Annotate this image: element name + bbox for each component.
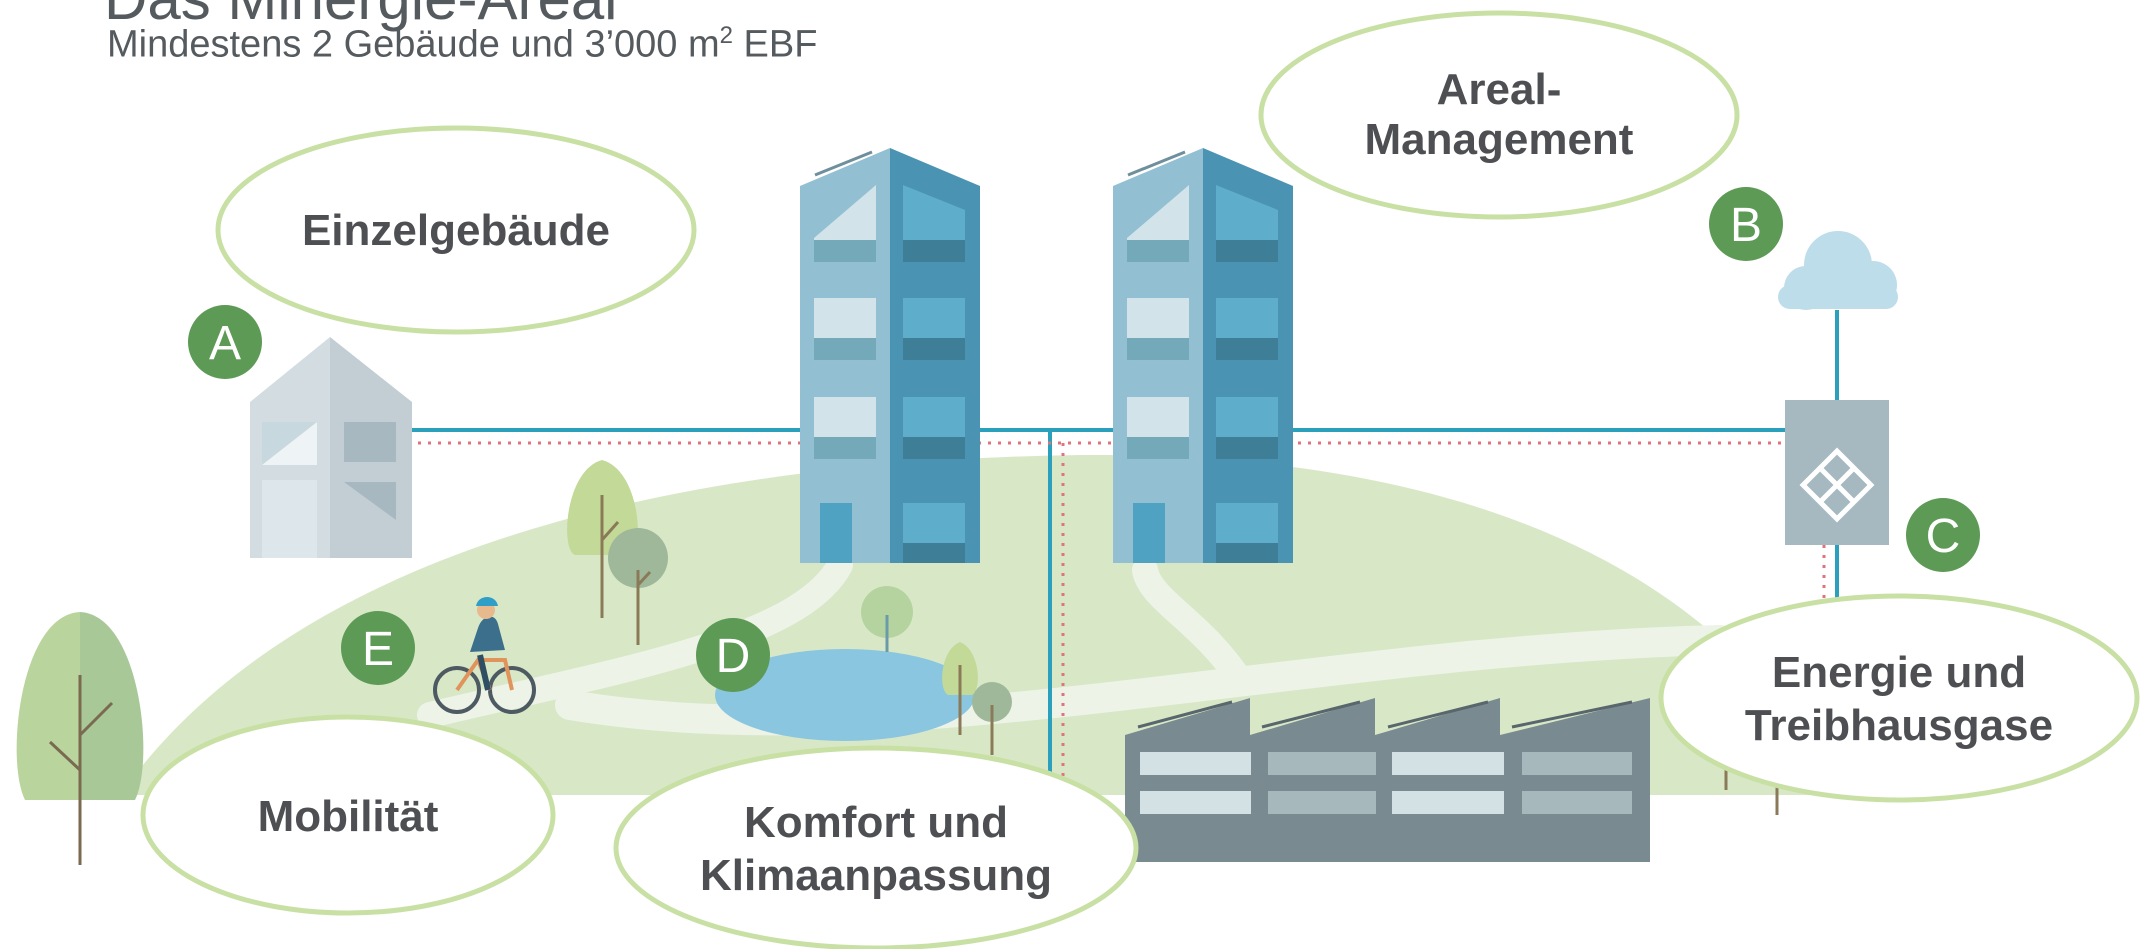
tree-cluster-left: [567, 460, 668, 645]
bubble-einzelgebaeude: Einzelgebäude: [215, 125, 697, 335]
bubble-energie-line-2: Treibhausgase: [1745, 701, 2053, 750]
single-building: [250, 337, 412, 558]
tree-large-left: [16, 612, 144, 865]
factory-building: [1125, 698, 1650, 862]
bubble-energie-line-1: Energie und: [1772, 648, 2026, 697]
tower-building-1: [800, 148, 980, 563]
pond: [715, 649, 975, 741]
badge-e: E: [341, 611, 415, 685]
bubble-einzelgebaeude-label: Einzelgebäude: [302, 206, 610, 255]
tower-building-2: [1113, 148, 1293, 563]
tree-cluster-pond: [861, 586, 1012, 755]
cloud-icon: [1778, 231, 1898, 310]
page-title: Das Minergie-Areal: [104, 0, 618, 33]
badge-d: D: [696, 618, 770, 692]
cyclist-icon: [433, 597, 536, 714]
bubble-mobilitaet: Mobilität: [140, 714, 556, 916]
page-subtitle: Mindestens 2 Gebäude und 3’000 m2 EBF: [107, 22, 817, 67]
bubble-areal-management: Areal- Management: [1258, 10, 1740, 220]
bubble-komfort-line-2: Klimaanpassung: [700, 851, 1052, 900]
subtitle-superscript: 2: [719, 22, 733, 49]
subtitle-suffix: EBF: [733, 23, 818, 66]
badge-e-label: E: [362, 623, 394, 676]
footpaths: [417, 552, 1735, 736]
bubble-komfort-line-1: Komfort und: [744, 798, 1008, 847]
ground-hill: [120, 454, 1840, 795]
badge-a: A: [188, 305, 262, 379]
badge-c-label: C: [1926, 510, 1961, 563]
bubble-areal-management-line-2: Management: [1365, 115, 1634, 164]
network-lines: [408, 310, 1839, 780]
badge-d-label: D: [716, 630, 751, 683]
bubble-komfort-klimaanpassung: Komfort und Klimaanpassung: [613, 745, 1139, 949]
bubble-areal-management-line-1: Areal-: [1437, 65, 1562, 114]
badge-b: B: [1709, 187, 1783, 261]
badge-a-label: A: [209, 317, 241, 370]
badge-c: C: [1906, 498, 1980, 572]
control-box: [1785, 400, 1889, 545]
bubble-energie-treibhausgase: Energie und Treibhausgase: [1658, 593, 2140, 803]
badge-b-label: B: [1730, 199, 1762, 252]
subtitle-prefix: Mindestens 2 Gebäude und 3’000 m: [107, 23, 720, 66]
bubble-mobilitaet-label: Mobilität: [258, 792, 439, 841]
